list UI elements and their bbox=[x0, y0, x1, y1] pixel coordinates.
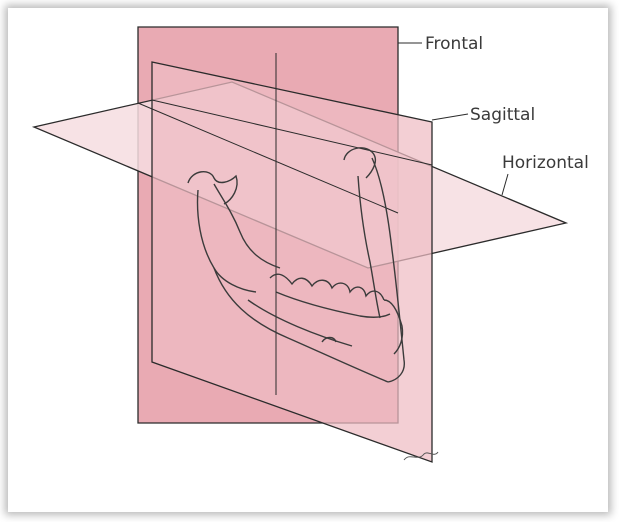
frontal-label: Frontal bbox=[425, 34, 483, 54]
horizontal-label: Horizontal bbox=[502, 153, 589, 173]
sagittal-leader-line bbox=[432, 114, 468, 120]
sagittal-label: Sagittal bbox=[470, 105, 535, 125]
horizontal-leader-line bbox=[502, 174, 508, 195]
